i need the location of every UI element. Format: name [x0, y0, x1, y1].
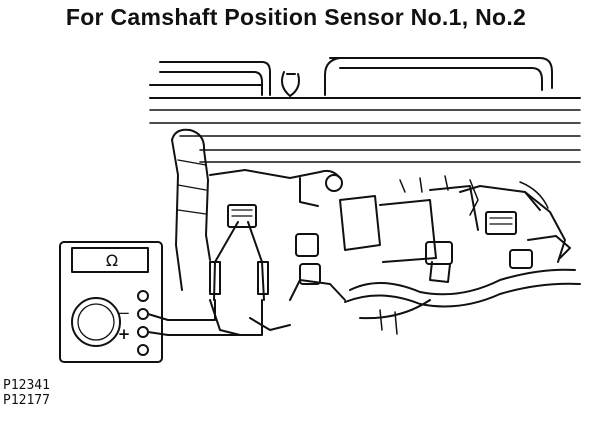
- probe-negative: [210, 262, 220, 294]
- figure-codes: P12341 P12177: [3, 378, 50, 408]
- probe-positive: [258, 262, 268, 294]
- svg-text:Ω: Ω: [106, 251, 118, 270]
- ohm-symbol: Ω: [106, 251, 118, 270]
- oil-filler-cap: [282, 72, 299, 96]
- figure-title: For Camshaft Position Sensor No.1, No.2: [65, 4, 527, 30]
- negative-terminal-label: −: [118, 304, 131, 322]
- cylinder-head-cover: [150, 58, 580, 162]
- ohmmeter: [60, 242, 168, 362]
- svg-text:−: −: [118, 304, 131, 322]
- test-leads: [168, 222, 268, 335]
- positive-terminal-label: +: [118, 325, 131, 343]
- engine-block: [210, 170, 580, 335]
- lower-manifold: [210, 280, 345, 335]
- figure-code: P12341: [3, 378, 50, 393]
- intake-hose: [172, 130, 210, 290]
- connector-group: [296, 234, 570, 284]
- camshaft-position-sensor-no2: [486, 212, 516, 234]
- svg-text:+: +: [118, 325, 131, 343]
- camshaft-position-sensor-no1: [228, 205, 256, 227]
- wire-harness: [345, 270, 580, 334]
- figure-code: P12177: [3, 393, 50, 408]
